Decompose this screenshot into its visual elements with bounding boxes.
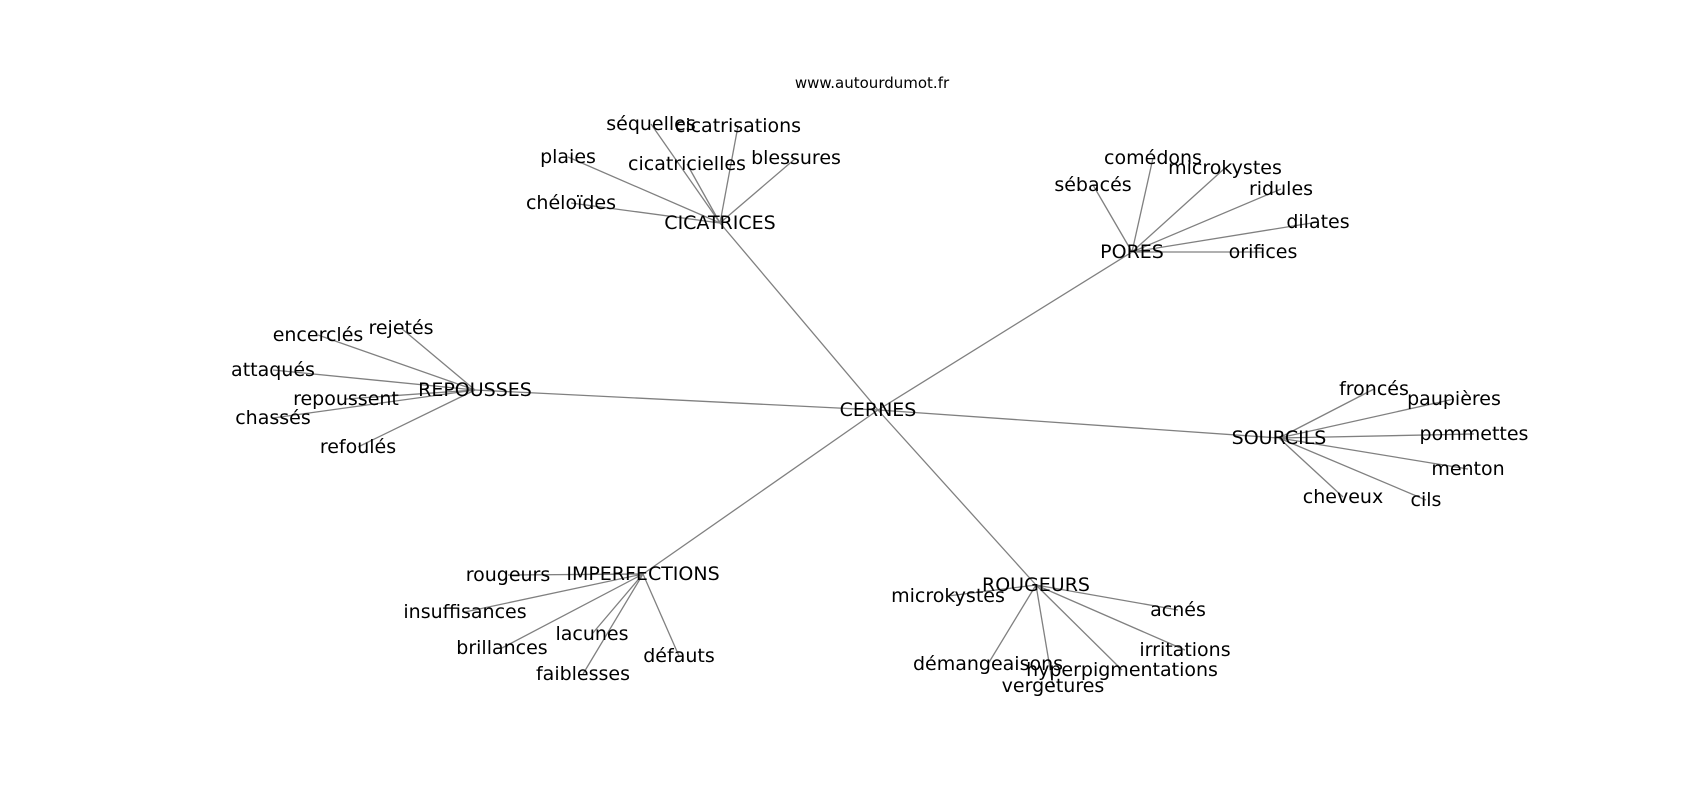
- node-brillances[interactable]: brillances: [456, 637, 547, 659]
- edge-cernes-cicatrices: [719, 222, 879, 411]
- node-ridules[interactable]: ridules: [1249, 178, 1313, 200]
- edge-imperfections-brillances: [501, 573, 644, 649]
- node-sourcils[interactable]: SOURCILS: [1232, 427, 1327, 449]
- edge-cernes-imperfections: [642, 409, 879, 575]
- edge-imperfections-lacunes: [591, 573, 644, 635]
- edge-repousses-encercles: [317, 334, 476, 391]
- graph-edges: [272, 123, 1475, 687]
- node-acnes[interactable]: acnés: [1150, 599, 1206, 621]
- node-cernes[interactable]: CERNES: [840, 399, 917, 421]
- edge-rougeurs-irritations: [1035, 584, 1186, 651]
- edge-cicatrices-cicatrisations: [719, 125, 739, 224]
- edge-pores-dilates: [1131, 221, 1319, 253]
- node-rougeurs-word[interactable]: rougeurs: [466, 564, 551, 586]
- node-cils[interactable]: cils: [1411, 489, 1442, 511]
- node-defauts[interactable]: défauts: [643, 645, 714, 667]
- node-rougeurs[interactable]: ROUGEURS: [982, 574, 1090, 596]
- edge-imperfections-insuffisances: [464, 573, 644, 613]
- edge-sourcils-menton: [1278, 437, 1469, 470]
- node-attaques[interactable]: attaqués: [231, 359, 315, 381]
- node-irritations[interactable]: irritations: [1139, 639, 1230, 661]
- edge-rougeurs-demangeaisons: [987, 584, 1037, 665]
- node-cicatricielles[interactable]: cicatricielles: [628, 153, 746, 175]
- source-label: www.autourdumot.fr: [795, 74, 950, 92]
- edge-repousses-attaques: [272, 369, 476, 391]
- node-cicatrices[interactable]: CICATRICES: [664, 212, 775, 234]
- node-chasses[interactable]: chassés: [235, 407, 311, 429]
- node-rejetes[interactable]: rejetés: [368, 317, 433, 339]
- node-fronces[interactable]: froncés: [1339, 378, 1409, 400]
- edge-cernes-repousses: [474, 389, 879, 411]
- edge-rougeurs-acnes: [1035, 584, 1179, 611]
- edge-pores-ridules: [1131, 188, 1282, 253]
- node-imperfections[interactable]: IMPERFECTIONS: [566, 563, 719, 585]
- node-pores[interactable]: PORES: [1100, 241, 1164, 263]
- edge-cicatrices-sequelles: [650, 123, 721, 224]
- edge-cicatrices-cicatricielles: [686, 163, 721, 224]
- edge-pores-comedons: [1131, 157, 1154, 253]
- node-dilates[interactable]: dilates: [1286, 211, 1349, 233]
- node-cicatrisations[interactable]: cicatrisations: [675, 115, 801, 137]
- edge-repousses-repoussent: [345, 389, 476, 400]
- edge-cernes-rougeurs: [877, 409, 1037, 586]
- node-menton[interactable]: menton: [1431, 458, 1504, 480]
- edge-imperfections-rougeurs-word: [507, 573, 644, 576]
- edge-pores-sebaces: [1092, 184, 1133, 253]
- edge-repousses-chasses: [272, 389, 476, 419]
- node-hyperpigmentations[interactable]: hyperpigmentations: [1026, 659, 1218, 681]
- edge-sourcils-fronces: [1278, 388, 1375, 439]
- node-orifices[interactable]: orifices: [1229, 241, 1298, 263]
- edge-cicatrices-cheloides: [570, 202, 721, 224]
- edge-cicatrices-plaies: [567, 156, 721, 224]
- node-demangeaisons[interactable]: démangeaisons: [913, 653, 1063, 675]
- node-repousses[interactable]: REPOUSSES: [418, 379, 532, 401]
- edge-sourcils-pommettes: [1278, 433, 1475, 439]
- node-encercles[interactable]: encerclés: [273, 324, 364, 346]
- node-sebaces[interactable]: sébacés: [1054, 174, 1131, 196]
- edge-rougeurs-hyperpigmentations: [1035, 584, 1123, 671]
- edge-imperfections-defauts: [642, 573, 680, 657]
- node-cheloides[interactable]: chéloïdes: [526, 192, 616, 214]
- edge-imperfections-faiblesses: [582, 573, 644, 675]
- node-microkystes-pores[interactable]: microkystes: [1168, 157, 1282, 179]
- node-cheveux[interactable]: cheveux: [1303, 486, 1383, 508]
- node-paupieres[interactable]: paupières: [1407, 388, 1501, 410]
- edge-sourcils-cils: [1278, 437, 1427, 501]
- node-plaies[interactable]: plaies: [540, 146, 596, 168]
- edge-repousses-rejetes: [400, 327, 476, 391]
- edge-cicatrices-blessures: [719, 157, 797, 224]
- node-pommettes[interactable]: pommettes: [1420, 423, 1529, 445]
- node-sequelles[interactable]: séquelles: [606, 113, 696, 135]
- node-vergetures[interactable]: vergetures: [1002, 675, 1105, 697]
- node-lacunes[interactable]: lacunes: [555, 623, 628, 645]
- edge-sourcils-paupieres: [1278, 398, 1455, 439]
- node-insuffisances[interactable]: insuffisances: [403, 601, 526, 623]
- node-microkystes-rougeurs[interactable]: microkystes: [891, 585, 1005, 607]
- node-repoussent[interactable]: repoussent: [293, 388, 399, 410]
- edge-cernes-sourcils: [877, 409, 1280, 439]
- edge-rougeurs-vergetures: [1035, 584, 1054, 687]
- edge-sourcils-cheveux: [1278, 437, 1344, 498]
- node-blessures[interactable]: blessures: [751, 147, 841, 169]
- edge-repousses-refoules: [357, 389, 476, 448]
- edge-pores-microkystes-pores: [1131, 167, 1226, 253]
- edge-rougeurs-microkystes-rougeurs: [947, 584, 1037, 597]
- node-comedons[interactable]: comédons: [1104, 147, 1202, 169]
- node-refoules[interactable]: refoulés: [320, 436, 396, 458]
- node-faiblesses[interactable]: faiblesses: [536, 663, 630, 685]
- edge-cernes-pores: [877, 251, 1133, 411]
